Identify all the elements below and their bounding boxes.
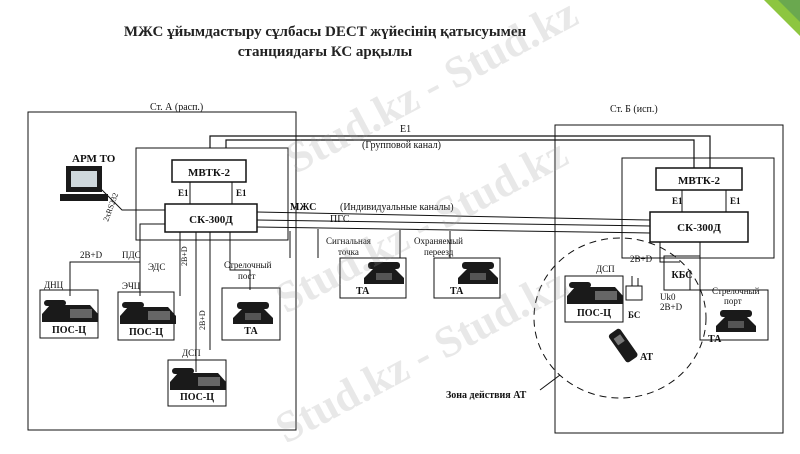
signal-box <box>339 257 407 299</box>
sk-a-text: СК-300Д <box>189 214 233 226</box>
station-a-box <box>27 111 297 431</box>
arm-to-label: АРМ ТО <box>72 153 116 165</box>
e1-a-right: E1 <box>236 188 247 198</box>
pos-2-label: ПОС-Ц <box>129 327 163 338</box>
e1-a-left: E1 <box>178 188 189 198</box>
mvtk-b-box <box>655 167 743 191</box>
echc-console-icon <box>120 302 176 324</box>
guarded-label-1: Охраняемый <box>414 236 463 246</box>
title-line-1: МЖС ұйымдастыру сұлбасы DECT жүйесінің қ… <box>123 24 527 40</box>
echc-label: ЭЧЦ <box>122 281 141 291</box>
strel-b-label-2: порт <box>724 296 742 306</box>
label-2bd-b: 2B+D <box>630 254 653 264</box>
pos-b-label: ПОС-Ц <box>577 308 611 319</box>
guarded-box <box>433 257 501 299</box>
kbs-label: КБС <box>671 270 692 281</box>
dsp-b-box <box>564 275 624 323</box>
dsp-b-console-icon <box>567 282 623 304</box>
dsp-a-console-icon <box>170 368 226 390</box>
station-a-label: Ст. А (расп.) <box>150 102 203 113</box>
corner-decoration-inner <box>778 0 800 22</box>
strel-b-label-1: Стрелочный <box>712 286 760 296</box>
label-2bd-1: 2B+D <box>80 250 103 260</box>
station-b-label: Ст. Б (исп.) <box>610 104 658 115</box>
group-channel-label: (Групповой канал) <box>362 140 441 151</box>
guarded-phone-icon <box>458 262 498 284</box>
mvtk-a-text: МВТК-2 <box>188 167 231 179</box>
e1-b-left: E1 <box>672 196 683 206</box>
strel-a-phone-icon <box>233 302 273 324</box>
mvtk-b-text: МВТК-2 <box>678 175 721 187</box>
e1-b-right: E1 <box>730 196 741 206</box>
bs-label: БС <box>628 310 640 320</box>
guarded-label-2: переезд <box>424 247 454 257</box>
label-2bd-b2: 2B+D <box>660 302 683 312</box>
pos-3-label: ПОС-Ц <box>180 392 214 403</box>
strel-a-label-2: пост <box>238 271 256 281</box>
sk-b-text: СК-300Д <box>677 222 721 234</box>
ta-guarded-label: ТА <box>450 286 464 297</box>
handset-icon <box>608 328 638 363</box>
dnc-console-icon <box>42 300 98 322</box>
uk0-label: Uk0 <box>660 292 676 302</box>
label-eds: ЭДС <box>148 262 165 272</box>
ta-b-label: ТА <box>708 334 722 345</box>
ta-a-label: ТА <box>244 326 258 337</box>
zone-label: Зона действия АТ <box>446 390 527 401</box>
signal-label-1: Сигнальная <box>326 236 371 246</box>
e1-top-label: E1 <box>400 124 411 135</box>
mzhs-label: МЖС <box>290 202 316 213</box>
station-b-inner-box <box>621 157 775 259</box>
kbs-box <box>663 255 701 291</box>
dnc-box <box>39 289 99 339</box>
strel-b-box <box>699 289 769 341</box>
strel-a-label-1: Стрелочный <box>224 260 272 270</box>
sk-a-box <box>164 203 258 233</box>
dsp-b-label: ДСП <box>596 264 615 274</box>
dsp-a-label: ДСП <box>182 348 201 358</box>
label-pds: ПДС <box>122 250 141 260</box>
pos-1-label: ПОС-Ц <box>52 325 86 336</box>
strel-a-box <box>221 287 281 341</box>
label-2bd-vert2: 2B+D <box>198 310 207 330</box>
mvtk-a-box <box>171 159 247 183</box>
station-b-box <box>554 124 784 434</box>
individual-channels-label: (Индивидуальные каналы) <box>340 202 454 213</box>
strel-b-phone-icon <box>716 310 756 332</box>
pgs-label: ПГС <box>330 214 350 225</box>
slide-title: МЖС ұйымдастыру сұлбасы DECT жүйесінің қ… <box>90 22 560 62</box>
station-a-inner-box <box>135 147 289 241</box>
label-2bd-vert1: 2B+D <box>180 246 189 266</box>
sk-b-box <box>649 211 749 243</box>
signal-label-2: точка <box>338 247 359 257</box>
dnc-label: ДНЦ <box>44 280 64 290</box>
at-label: АТ <box>640 352 653 363</box>
dsp-a-box <box>167 359 227 407</box>
ta-signal-label: ТА <box>356 286 370 297</box>
computer-icon <box>60 166 108 201</box>
signal-phone-icon <box>364 262 404 284</box>
base-station-icon <box>625 276 643 301</box>
coverage-zone <box>533 237 707 399</box>
title-line-2: станциядағы КС арқылы <box>237 44 413 60</box>
